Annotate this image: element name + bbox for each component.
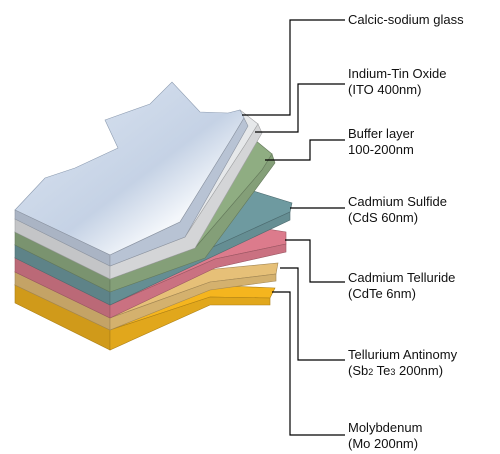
leader-cdte <box>285 239 345 283</box>
sbte-formula-c: 200nm) <box>395 363 444 378</box>
molybdenum-front <box>109 296 271 351</box>
sbte-front <box>109 273 277 331</box>
layer-glass <box>14 81 249 267</box>
label-cds-line2: (CdS 60nm) <box>348 210 419 225</box>
label-cds-line1: Cadmium Sulfide <box>348 194 447 209</box>
label-cdte-line2: (CdTe 6nm) <box>348 286 416 301</box>
leader-ito <box>255 83 345 133</box>
buffer-front <box>109 153 276 293</box>
label-mo-line2: (Mo 200nm) <box>348 436 419 451</box>
sbte-formula-sub1: 2 <box>368 367 374 377</box>
sbte-formula-sub2: 3 <box>390 367 396 377</box>
label-mo-line1: Molybdenum <box>348 420 423 435</box>
cdte-front <box>109 243 287 319</box>
label-ito-line2: (ITO 400nm) <box>348 82 422 97</box>
label-buffer: Buffer layer 100-200nm <box>348 126 414 158</box>
label-mo: Molybdenum (Mo 200nm) <box>348 420 422 452</box>
label-ito: Indium-Tin Oxide (ITO 400nm) <box>348 66 447 98</box>
ito-front <box>109 123 263 280</box>
leader-lines <box>242 19 345 436</box>
label-sbte-line2: (Sb2 Te3 200nm) <box>348 363 457 380</box>
glass-front <box>109 117 249 267</box>
leader-glass <box>242 19 345 116</box>
label-cdte-line1: Cadmium Telluride <box>348 270 456 285</box>
label-buffer-line1: Buffer layer <box>348 126 415 141</box>
label-sbte-line1: Tellurium Antinomy <box>348 347 458 362</box>
label-sbte: Tellurium Antinomy (Sb2 Te3 200nm) <box>348 347 457 380</box>
label-buffer-line2: 100-200nm <box>348 142 414 157</box>
leader-buffer <box>265 139 345 161</box>
sbte-formula-b: Te <box>373 363 391 378</box>
leader-mo <box>272 291 345 436</box>
label-ito-line1: Indium-Tin Oxide <box>348 66 447 81</box>
sbte-formula-a: (Sb <box>348 363 369 378</box>
label-cdte: Cadmium Telluride (CdTe 6nm) <box>348 270 455 302</box>
label-glass: Calcic-sodium glass <box>348 12 464 28</box>
label-glass-line1: Calcic-sodium glass <box>348 12 464 27</box>
leader-sbte <box>280 267 345 361</box>
label-cds: Cadmium Sulfide (CdS 60nm) <box>348 194 447 226</box>
